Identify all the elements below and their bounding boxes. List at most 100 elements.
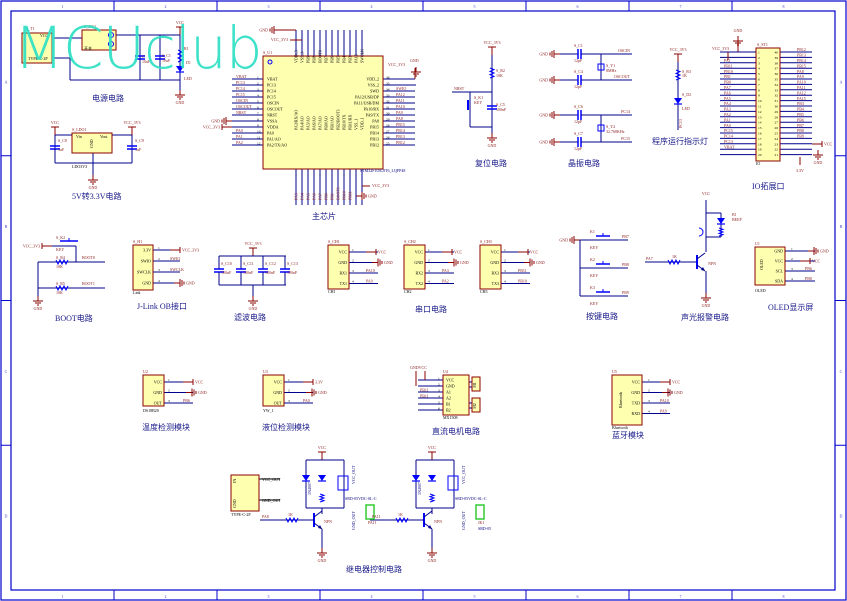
gnd-label: GND [34, 306, 43, 311]
vcc-label: VCC_3V3 [712, 46, 729, 51]
pin-name: 3.3V [143, 248, 151, 253]
gnd-label: GND [384, 260, 393, 265]
pin-name: GND [490, 260, 499, 265]
net-label: PC13 [236, 80, 245, 85]
pin-name: PB14 [370, 131, 379, 136]
components [21, 29, 786, 529]
pin-number: 2 [288, 389, 290, 393]
resistor [55, 284, 69, 292]
pin-name: VCC [415, 250, 424, 255]
pin-number: 33 [386, 94, 390, 98]
value-label: 1uF [135, 147, 142, 152]
uart-connector [403, 244, 426, 290]
relay-caption: 继电器控制电路 [346, 565, 402, 574]
pin-number: 17 [758, 137, 762, 141]
led-caption: 程序运行指示灯 [652, 137, 708, 146]
pin-number: 1 [168, 378, 170, 382]
pin-number: 4 [758, 67, 760, 71]
pin-number: 4 [352, 280, 354, 284]
net-label: PA8 [396, 116, 403, 121]
uart-caption: 串口电路 [415, 305, 447, 314]
value-label: 10K [496, 73, 503, 78]
net-label: PB3 [797, 101, 804, 106]
net-label: PB7 [622, 234, 629, 239]
pin-name: PB13 [370, 137, 379, 142]
pin-name: BOOT0 [318, 50, 323, 63]
pin-name: PA4/AO [300, 116, 305, 130]
pin-name: PB0/AO [324, 116, 329, 130]
net-label: NRST [454, 86, 465, 91]
net-label: PB14 [797, 58, 806, 63]
value-label: 10uF [162, 58, 171, 63]
pin-number: 2 [428, 259, 430, 263]
pin-number: 1 [438, 377, 440, 381]
part-label: NPN [708, 261, 716, 266]
pin-name: PB15 [370, 125, 379, 130]
vcc-label: VCC [51, 120, 60, 125]
part-label: STM32F103C8T6_LQFP48 [360, 168, 405, 173]
zone-number: 8 [783, 594, 785, 599]
net-label: OSCOUT [614, 74, 631, 79]
value-label: 32.768KHz [606, 129, 625, 134]
resistor [285, 516, 299, 524]
ref-label: C [142, 54, 145, 59]
part-label: Link [133, 290, 141, 295]
resistor [428, 493, 436, 503]
net-label: OSCOUT [236, 104, 253, 109]
pin-number: 27 [386, 130, 390, 134]
diode [176, 66, 184, 72]
vcc-label: VCC_3V3 [372, 183, 389, 188]
pin-name: A1 [446, 390, 451, 395]
zone-number: 5 [474, 4, 476, 9]
vcc-label: VCC [428, 445, 437, 450]
diode [717, 218, 725, 224]
net-label: PA4 [724, 101, 731, 106]
net-label: PB11 [420, 388, 429, 393]
pin-number: 2 [257, 82, 259, 86]
zone-number: 5 [474, 594, 476, 599]
pin-name: PB8 [312, 56, 317, 63]
pin-name: GND [153, 390, 162, 395]
motor-m1 [471, 376, 481, 392]
pin-number: 11 [257, 136, 261, 140]
pin-number: 14 [758, 121, 762, 125]
pin-number: 18 [758, 142, 762, 146]
pin-name: PA1/AO [267, 137, 281, 142]
net-label: VBAT [724, 144, 735, 149]
net-label: PB7 [797, 123, 804, 128]
gnd-label: GND [186, 281, 195, 286]
gnd-label: GND [318, 390, 327, 395]
uart-connector [327, 244, 350, 290]
vcc-label: VCC_3V3 [123, 120, 140, 125]
switch-contact [108, 32, 114, 38]
pin-number: 1 [288, 378, 290, 382]
ref-label: S_C7 [574, 131, 583, 136]
pin-name: PA9/TX [366, 113, 379, 118]
pin-name: SWCLK [360, 49, 365, 63]
zone-letter: B [5, 224, 8, 229]
pin-number: 10 [257, 130, 261, 134]
bluetooth-module [611, 374, 643, 426]
net-label: PA10 [797, 80, 806, 85]
pin-number: 26 [775, 126, 779, 130]
pin-name: VSS_1 [354, 119, 359, 130]
temp-module [142, 374, 165, 407]
ref-label: S_R2 [496, 68, 505, 73]
pin-number: 6 [438, 407, 440, 411]
pin-number: 4 [428, 280, 430, 284]
net-label: PA11 [368, 520, 377, 525]
pin-number: 31 [386, 106, 390, 110]
net-label: PB10 [342, 191, 347, 200]
net-label: PB8 [805, 276, 812, 281]
pin-name: GND [338, 260, 347, 265]
net-label: PB12 [797, 47, 806, 52]
pin-number: 37 [775, 67, 779, 71]
value-label: 12pF [574, 84, 583, 89]
jlink-connector [132, 244, 154, 291]
ref-label: R1 [184, 46, 189, 51]
vcc-label: VCC_3V3 [182, 248, 199, 253]
resistor [667, 258, 681, 266]
pin-name: SDA [775, 279, 783, 284]
zone-number: 2 [165, 4, 167, 9]
net-label: PA9 [366, 279, 373, 284]
